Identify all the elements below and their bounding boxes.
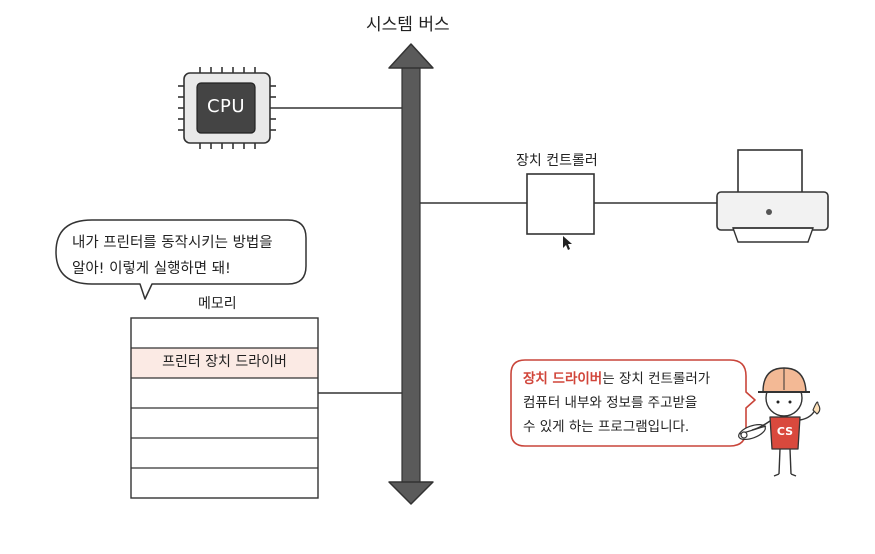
- info-line-1: 장치 드라이버는 장치 컨트롤러가: [523, 367, 728, 391]
- memory-row-printer-driver: 프린터 장치 드라이버: [162, 354, 287, 370]
- info-line-1-rest: 는 장치 컨트롤러가: [602, 371, 711, 387]
- engineer-character-icon: [738, 367, 821, 477]
- speech-bubble-line-2: 알아! 이렇게 실행하면 돼!: [72, 261, 231, 277]
- info-line-3: 수 있게 하는 프로그램입니다.: [523, 419, 690, 435]
- info-box: [510, 359, 756, 447]
- device-controller-label: 장치 컨트롤러: [516, 153, 598, 169]
- printer-icon: [716, 149, 829, 243]
- speech-bubble: [55, 219, 307, 300]
- info-box-text: 장치 드라이버는 장치 컨트롤러가 컴퓨터 내부와 정보를 주고받을 수 있게 …: [523, 367, 728, 439]
- memory-label: 메모리: [198, 296, 237, 312]
- system-bus-arrow: [388, 43, 434, 505]
- cpu-chip-icon: [178, 67, 276, 149]
- mouse-cursor-icon: [563, 236, 572, 250]
- character-badge: CS: [776, 425, 794, 438]
- info-highlight: 장치 드라이버: [523, 371, 603, 387]
- memory-table: [130, 317, 319, 499]
- speech-bubble-text: 내가 프린터를 동작시키는 방법을 알아! 이렇게 실행하면 돼!: [72, 230, 302, 282]
- system-bus-title: 시스템 버스: [366, 15, 450, 35]
- speech-bubble-line-1: 내가 프린터를 동작시키는 방법을: [72, 235, 273, 251]
- info-line-2: 컴퓨터 내부와 정보를 주고받을: [523, 395, 698, 411]
- device-controller-box: [526, 173, 595, 235]
- cpu-label: CPU: [206, 96, 246, 117]
